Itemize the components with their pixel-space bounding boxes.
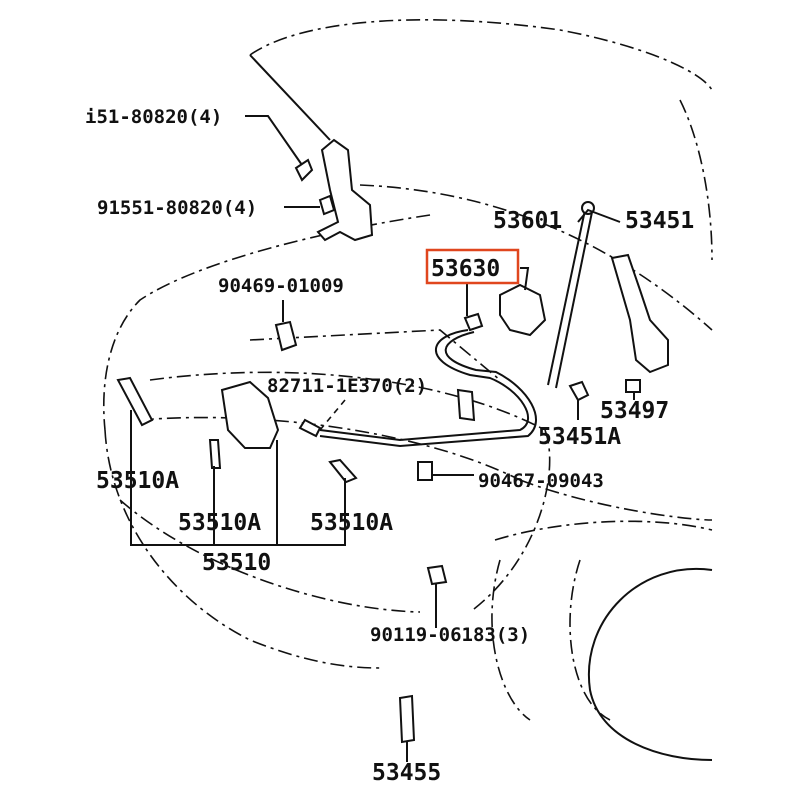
label-53451[interactable]: 53451 xyxy=(625,208,694,234)
hood-hinge-left xyxy=(294,138,374,242)
leader-lines xyxy=(130,115,635,762)
label-53601[interactable]: 53601 xyxy=(493,208,562,234)
highlight-box xyxy=(425,248,520,285)
hood-hinge-right xyxy=(610,253,669,393)
label-53497[interactable]: 53497 xyxy=(600,398,669,424)
hood-latch xyxy=(116,320,448,744)
label-53510[interactable]: 53510 xyxy=(202,550,271,576)
label-bolt-hinge[interactable]: 91551-80820(4) xyxy=(97,197,257,219)
label-53630-highlighted[interactable]: 53630 xyxy=(431,256,500,282)
hood-lock-assembly xyxy=(298,283,547,448)
label-clamp-82711[interactable]: 82711-1E370(2) xyxy=(267,375,427,397)
label-clip-90467[interactable]: 90467-09043 xyxy=(478,470,604,492)
label-bolt-top[interactable]: i51-80820(4) xyxy=(85,106,222,128)
label-53510A-left[interactable]: 53510A xyxy=(96,468,179,494)
label-53455[interactable]: 53455 xyxy=(372,760,441,786)
hood-support-rod xyxy=(547,201,595,402)
label-clip-90469[interactable]: 90469-01009 xyxy=(218,275,344,297)
label-clip-90119[interactable]: 90119-06183(3) xyxy=(370,624,530,646)
label-53510A-right[interactable]: 53510A xyxy=(310,510,393,536)
vehicle-outline xyxy=(102,19,713,761)
label-53510A-center[interactable]: 53510A xyxy=(178,510,261,536)
label-53451A[interactable]: 53451A xyxy=(538,424,621,450)
